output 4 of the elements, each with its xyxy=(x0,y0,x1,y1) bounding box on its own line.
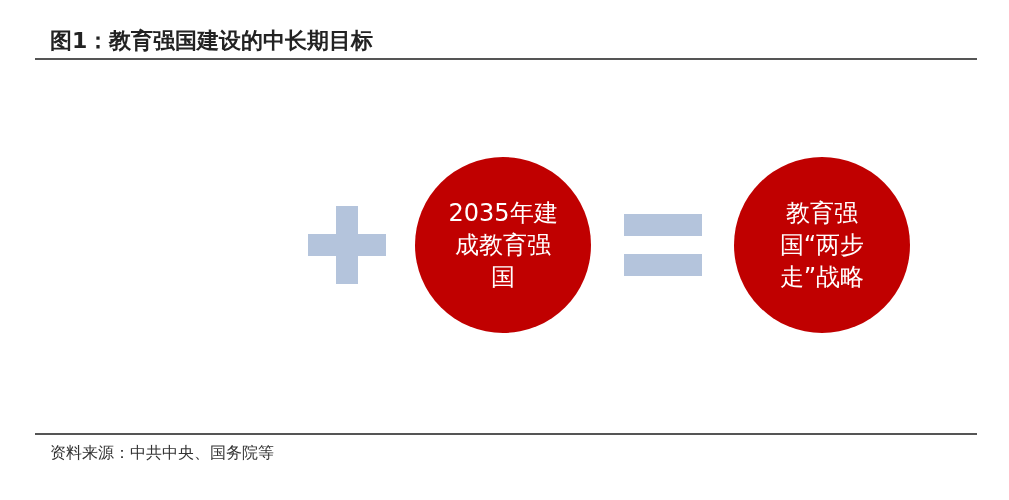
source-note: 资料来源：中共中央、国务院等 xyxy=(50,443,274,464)
figure-title: 图1：教育强国建设的中长期目标 xyxy=(50,27,374,55)
circle-label: 2035年建成教育强国 xyxy=(447,198,559,293)
circle-label: 教育强国“两步走”战略 xyxy=(778,198,866,293)
